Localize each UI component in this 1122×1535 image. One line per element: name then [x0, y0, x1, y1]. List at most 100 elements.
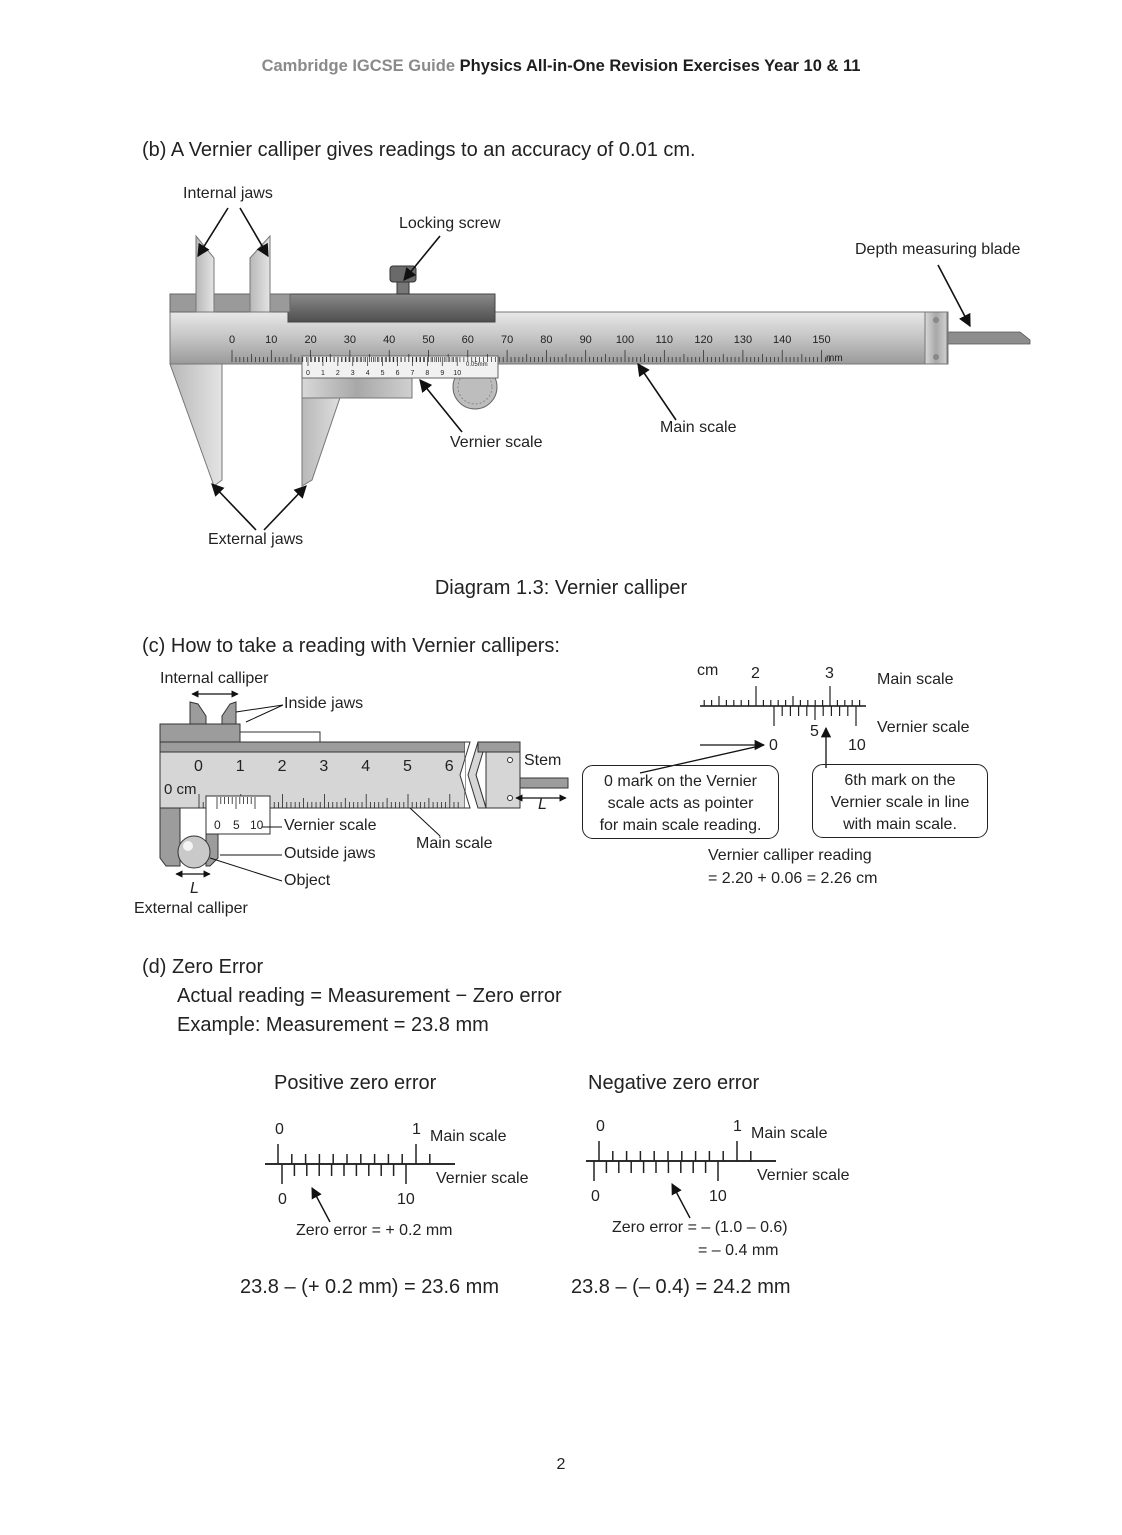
label-external-jaws: External jaws	[208, 531, 304, 548]
vernier-number: 4	[366, 370, 370, 377]
negative-title: Negative zero error	[588, 1072, 760, 1094]
main-scale-number: 130	[734, 334, 752, 346]
vernier-number: 9	[440, 370, 444, 377]
c-vernier-number: 5	[233, 818, 240, 832]
vernier-number: 0	[306, 370, 310, 377]
negative-v0: 0	[591, 1188, 600, 1205]
section-c-text: (c) How to take a reading with Vernier c…	[142, 635, 560, 657]
callout-sixth-line-3: with main scale.	[843, 816, 957, 833]
main-scale-number: 40	[383, 334, 395, 346]
main-scale-number: 50	[422, 334, 434, 346]
positive-main-0: 0	[275, 1121, 284, 1138]
callout-zero-mark: 0 mark on the Vernier scale acts as poin…	[582, 765, 779, 839]
callout-sixth-line-2: Vernier scale in line	[830, 794, 970, 811]
c-main-number: 5	[403, 758, 412, 775]
external-jaw-fixed	[169, 363, 223, 487]
label-c-main-scale: Main scale	[416, 835, 493, 852]
label-v10: 10	[848, 737, 866, 754]
c-vernier-number: 10	[250, 818, 264, 832]
page-number: 2	[556, 1456, 566, 1473]
negative-vernier-scale: Vernier scale	[757, 1167, 850, 1184]
reading-line-2: = 2.20 + 0.06 = 2.26 cm	[708, 870, 878, 887]
label-L-external: L	[190, 880, 199, 897]
label-vernier-scale: Vernier scale	[450, 434, 543, 451]
callout-zero-line-3: for main scale reading.	[599, 817, 762, 834]
main-scale-number: 80	[540, 334, 552, 346]
vernier-ticks	[307, 357, 458, 366]
main-scale-number: 150	[812, 334, 830, 346]
vernier-plate	[301, 355, 499, 379]
label-v5: 5	[810, 723, 819, 740]
main-scale-ticks	[231, 350, 830, 362]
vernier-number: 6	[396, 370, 400, 377]
callout-zero-line-1: 0 mark on the Vernier	[604, 773, 757, 790]
label-external-calliper: External calliper	[134, 900, 248, 917]
label-object: Object	[284, 872, 331, 889]
label-c-vernier-scale: Vernier scale	[284, 817, 377, 834]
positive-title: Positive zero error	[274, 1072, 437, 1094]
c-main-number: 6	[444, 758, 454, 775]
c-main-number: 0	[194, 758, 203, 775]
positive-result: 23.8 – (+ 0.2 mm) = 23.6 mm	[240, 1276, 499, 1298]
vernier-precision: 0.05mm	[466, 362, 488, 368]
main-scale-unit: mm	[826, 353, 843, 364]
vernier-number: 5	[381, 370, 385, 377]
negative-v10: 10	[709, 1188, 727, 1205]
main-scale-number: 10	[265, 334, 277, 346]
main-scale-number: 90	[580, 334, 592, 346]
positive-main-scale: Main scale	[430, 1128, 507, 1145]
callout-sixth-line-1: 6th mark on the	[844, 772, 956, 789]
vernier-number: 10	[453, 370, 461, 377]
label-locking-screw: Locking screw	[399, 215, 501, 232]
main-scale-number: 0	[229, 334, 235, 346]
label-v0: 0	[769, 737, 778, 754]
section-d-line-2: Example: Measurement = 23.8 mm	[177, 1014, 489, 1036]
callout-sixth-mark: 6th mark on the Vernier scale in line wi…	[812, 764, 988, 838]
section-b-text: (b) A Vernier calliper gives readings to…	[142, 139, 696, 161]
main-scale-number: 110	[656, 334, 674, 346]
object-ball	[177, 835, 211, 869]
label-cm: cm	[697, 662, 719, 679]
c-main-number: 2	[277, 758, 287, 775]
section-d-line-1: Actual reading = Measurement − Zero erro…	[177, 985, 562, 1007]
label-main-2: 2	[751, 665, 760, 682]
label-outside-jaws: Outside jaws	[284, 845, 376, 862]
positive-v0: 0	[278, 1191, 287, 1208]
c-main-number: 1	[235, 758, 245, 775]
negative-main-scale: Main scale	[751, 1125, 828, 1142]
positive-v10: 10	[397, 1191, 415, 1208]
vernier-number: 3	[351, 370, 355, 377]
negative-main-1: 1	[733, 1118, 742, 1135]
label-zero-cm: 0 cm	[164, 781, 197, 798]
main-scale-number: 140	[773, 334, 791, 346]
header-title: Physics All-in-One Revision Exercises Ye…	[459, 57, 861, 75]
label-r-main-scale: Main scale	[877, 671, 954, 688]
diagram-caption: Diagram 1.3: Vernier calliper	[434, 577, 688, 599]
main-scale-number: 20	[304, 334, 316, 346]
page-header: Cambridge IGCSE Guide Physics All-in-One…	[0, 57, 1122, 76]
label-internal-jaws: Internal jaws	[183, 185, 273, 202]
label-inside-jaws: Inside jaws	[284, 695, 364, 712]
negative-main-0: 0	[596, 1118, 605, 1135]
vernier-number: 7	[410, 370, 414, 377]
label-main-3: 3	[825, 665, 834, 682]
vernier-number: 2	[336, 370, 340, 377]
c-vernier-number: 0	[214, 818, 221, 832]
positive-main-1: 1	[412, 1121, 421, 1138]
label-L-stem: L	[538, 796, 547, 813]
section-d-title: (d) Zero Error	[142, 956, 264, 978]
main-scale-number: 30	[344, 334, 356, 346]
label-stem: Stem	[524, 752, 562, 769]
header-series: Cambridge IGCSE Guide	[261, 57, 456, 75]
c-main-number: 4	[361, 758, 371, 775]
label-main-scale: Main scale	[660, 419, 737, 436]
vernier-number: 1	[321, 370, 325, 377]
negative-zero-error-2: = – 0.4 mm	[698, 1242, 779, 1259]
positive-vernier-scale: Vernier scale	[436, 1170, 529, 1187]
label-r-vernier-scale: Vernier scale	[877, 719, 970, 736]
label-internal-calliper: Internal calliper	[160, 670, 269, 687]
